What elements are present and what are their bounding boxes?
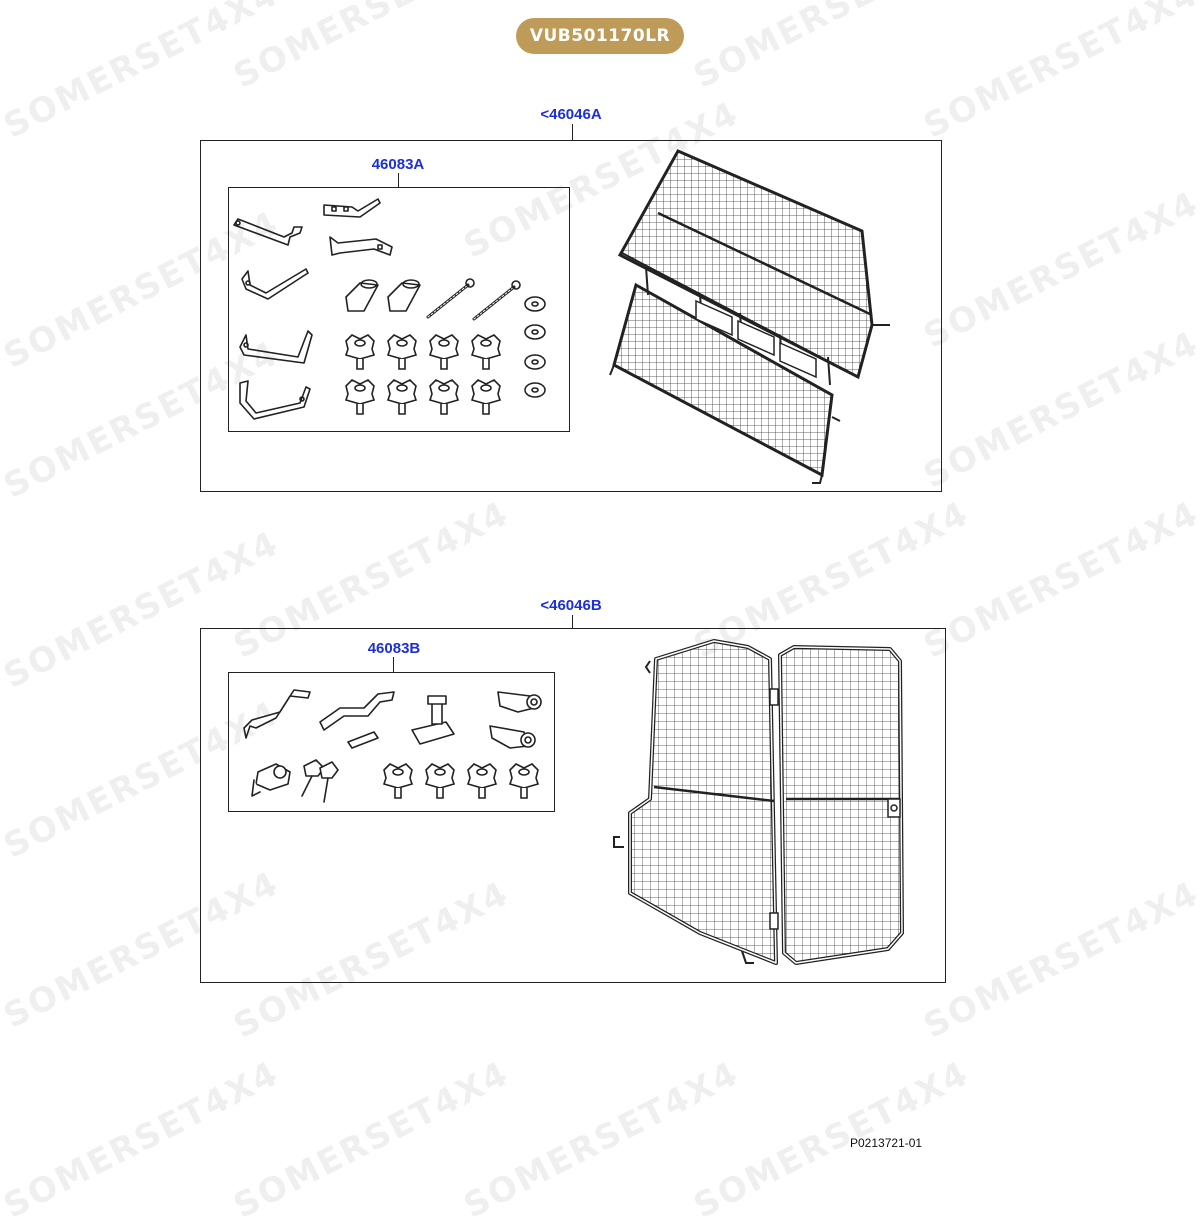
knob-bolt-icon xyxy=(428,379,460,415)
knob-bolt-icon xyxy=(424,763,456,799)
callout-46083b[interactable]: 46083B xyxy=(367,640,421,657)
key-icon xyxy=(301,759,325,797)
spacer-icon xyxy=(345,279,379,312)
washer-icon xyxy=(524,354,546,370)
eye-lug-icon xyxy=(489,725,536,749)
watermark-text: SOMERSET4X4 xyxy=(917,323,1200,497)
part-number-badge: VUB501170LR xyxy=(516,18,684,54)
knob-bolt-icon xyxy=(466,763,498,799)
knob-bolt-icon xyxy=(344,379,376,415)
leader-line xyxy=(393,657,395,672)
watermark-text: SOMERSET4X4 xyxy=(227,1053,516,1227)
bracket-icon xyxy=(239,330,313,364)
washer-icon xyxy=(524,296,546,312)
kit-a-frame xyxy=(200,140,942,492)
eye-lug-icon xyxy=(497,691,542,713)
spacer-icon xyxy=(347,731,379,749)
kit-b-fittings xyxy=(243,689,542,803)
washer-icon xyxy=(524,382,546,398)
key-icon xyxy=(319,761,339,803)
callout-46046b[interactable]: <46046B xyxy=(540,597,602,614)
knob-bolt-icon xyxy=(386,334,418,370)
clip-icon xyxy=(323,198,381,218)
kit-a-fittings-frame xyxy=(228,187,570,432)
watermark-text: SOMERSET4X4 xyxy=(0,1053,286,1227)
watermark-text: SOMERSET4X4 xyxy=(687,0,976,97)
clip-icon xyxy=(329,236,393,256)
bracket-icon xyxy=(319,691,395,731)
watermark-text: SOMERSET4X4 xyxy=(457,1053,746,1227)
threaded-rod-icon xyxy=(426,278,475,319)
watermark-text: SOMERSET4X4 xyxy=(917,0,1200,147)
threaded-rod-icon xyxy=(472,280,521,321)
kit-a-fittings xyxy=(233,198,546,420)
watermark-text: SOMERSET4X4 xyxy=(917,873,1200,1047)
bracket-icon xyxy=(241,268,309,300)
drawing-reference: P0213721-01 xyxy=(850,1136,923,1150)
washer-icon xyxy=(524,324,546,340)
bracket-icon xyxy=(233,218,303,246)
callout-46083a[interactable]: 46083A xyxy=(371,156,425,173)
kit-b-frame xyxy=(200,628,946,983)
knob-bolt-icon xyxy=(428,334,460,370)
spacer-icon xyxy=(387,279,421,312)
lock-barrel-icon xyxy=(251,763,291,797)
knob-bolt-icon xyxy=(470,379,502,415)
partition-door-guard-icon xyxy=(613,639,904,965)
knob-bolt-icon xyxy=(470,334,502,370)
watermark-text: SOMERSET4X4 xyxy=(917,183,1200,357)
leader-line xyxy=(572,124,574,140)
bracket-icon xyxy=(239,380,311,420)
leader-line xyxy=(398,173,400,187)
stud-plate-icon xyxy=(411,695,455,745)
watermark-text: SOMERSET4X4 xyxy=(227,0,516,97)
watermark-text: SOMERSET4X4 xyxy=(0,0,286,147)
watermark-text: SOMERSET4X4 xyxy=(917,493,1200,667)
callout-46046a[interactable]: <46046A xyxy=(540,106,602,123)
cargo-barrier-guard-icon xyxy=(609,149,890,484)
bracket-icon xyxy=(243,689,311,739)
knob-bolt-icon xyxy=(386,379,418,415)
knob-bolt-icon xyxy=(382,763,414,799)
knob-bolt-icon xyxy=(508,763,540,799)
knob-bolt-icon xyxy=(344,334,376,370)
kit-b-fittings-frame xyxy=(228,672,555,812)
leader-line xyxy=(572,615,574,628)
